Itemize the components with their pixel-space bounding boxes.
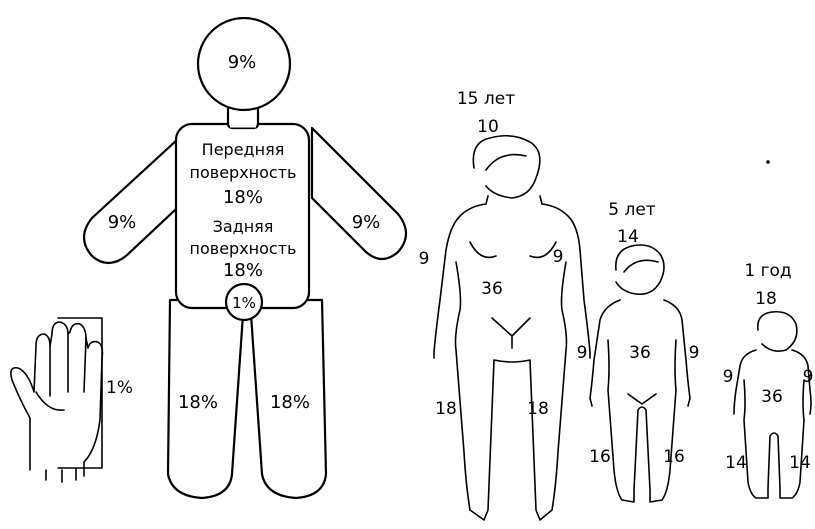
age15-arm-right: 9 — [553, 247, 564, 267]
age1-leg-left: 14 — [725, 453, 747, 473]
figure-1-year: 1 год 18 9 9 36 14 14 — [723, 261, 814, 498]
adult-head — [473, 136, 540, 198]
age1-head: 18 — [755, 289, 777, 309]
child-body-outline — [590, 300, 690, 502]
figure-15-years: 15 лет 10 9 9 36 18 18 — [419, 89, 590, 520]
age5-head: 14 — [617, 227, 639, 247]
doll-front-title-1: Передняя — [202, 140, 285, 159]
age5-arm-left: 9 — [577, 343, 588, 363]
age1-leg-right: 14 — [789, 453, 811, 473]
doll-front-title-2: поверхность — [190, 163, 297, 182]
age1-title: 1 год — [744, 261, 791, 281]
doll-left-arm — [84, 128, 190, 263]
palm-figure: 1% — [11, 318, 133, 482]
infant-body-outline — [734, 350, 811, 498]
doll-left-arm-label: 9% — [108, 212, 137, 233]
doll-back-value: 18% — [223, 260, 263, 281]
child-head — [616, 245, 664, 294]
age5-arm-right: 9 — [689, 343, 700, 363]
palm-bracket — [58, 318, 102, 468]
doll-right-arm-label: 9% — [352, 212, 381, 233]
age5-leg-left: 16 — [589, 447, 611, 467]
doll-front-value: 18% — [223, 187, 263, 208]
doll-back-title-1: Задняя — [213, 217, 274, 236]
scan-dot — [766, 160, 770, 164]
doll-right-arm — [312, 128, 406, 259]
figure-5-years: 5 лет 14 9 9 36 16 16 — [577, 200, 700, 502]
age1-arm-right: 9 — [803, 367, 814, 387]
doll-perineum-label: 1% — [232, 294, 256, 312]
age15-title: 15 лет — [457, 89, 515, 109]
age15-leg-right: 18 — [527, 399, 549, 419]
adult-body-outline — [434, 196, 590, 520]
palm-label: 1% — [106, 378, 133, 398]
doll-figure: 9% Передняя поверхность 18% Задняя повер… — [84, 18, 406, 498]
doll-back-title-2: поверхность — [190, 239, 297, 258]
doll-head-label: 9% — [228, 52, 257, 73]
age5-title: 5 лет — [608, 200, 656, 220]
doll-right-leg-label: 18% — [270, 392, 310, 413]
doll-left-leg-label: 18% — [178, 392, 218, 413]
age1-trunk: 36 — [761, 387, 783, 407]
age15-leg-left: 18 — [435, 399, 457, 419]
age5-leg-right: 16 — [663, 447, 685, 467]
age15-trunk: 36 — [481, 279, 503, 299]
age15-arm-left: 9 — [419, 249, 430, 269]
age1-arm-left: 9 — [723, 367, 734, 387]
age5-trunk: 36 — [629, 343, 651, 363]
hand-icon — [11, 322, 103, 476]
age15-head: 10 — [477, 117, 499, 137]
infant-head — [758, 312, 797, 351]
